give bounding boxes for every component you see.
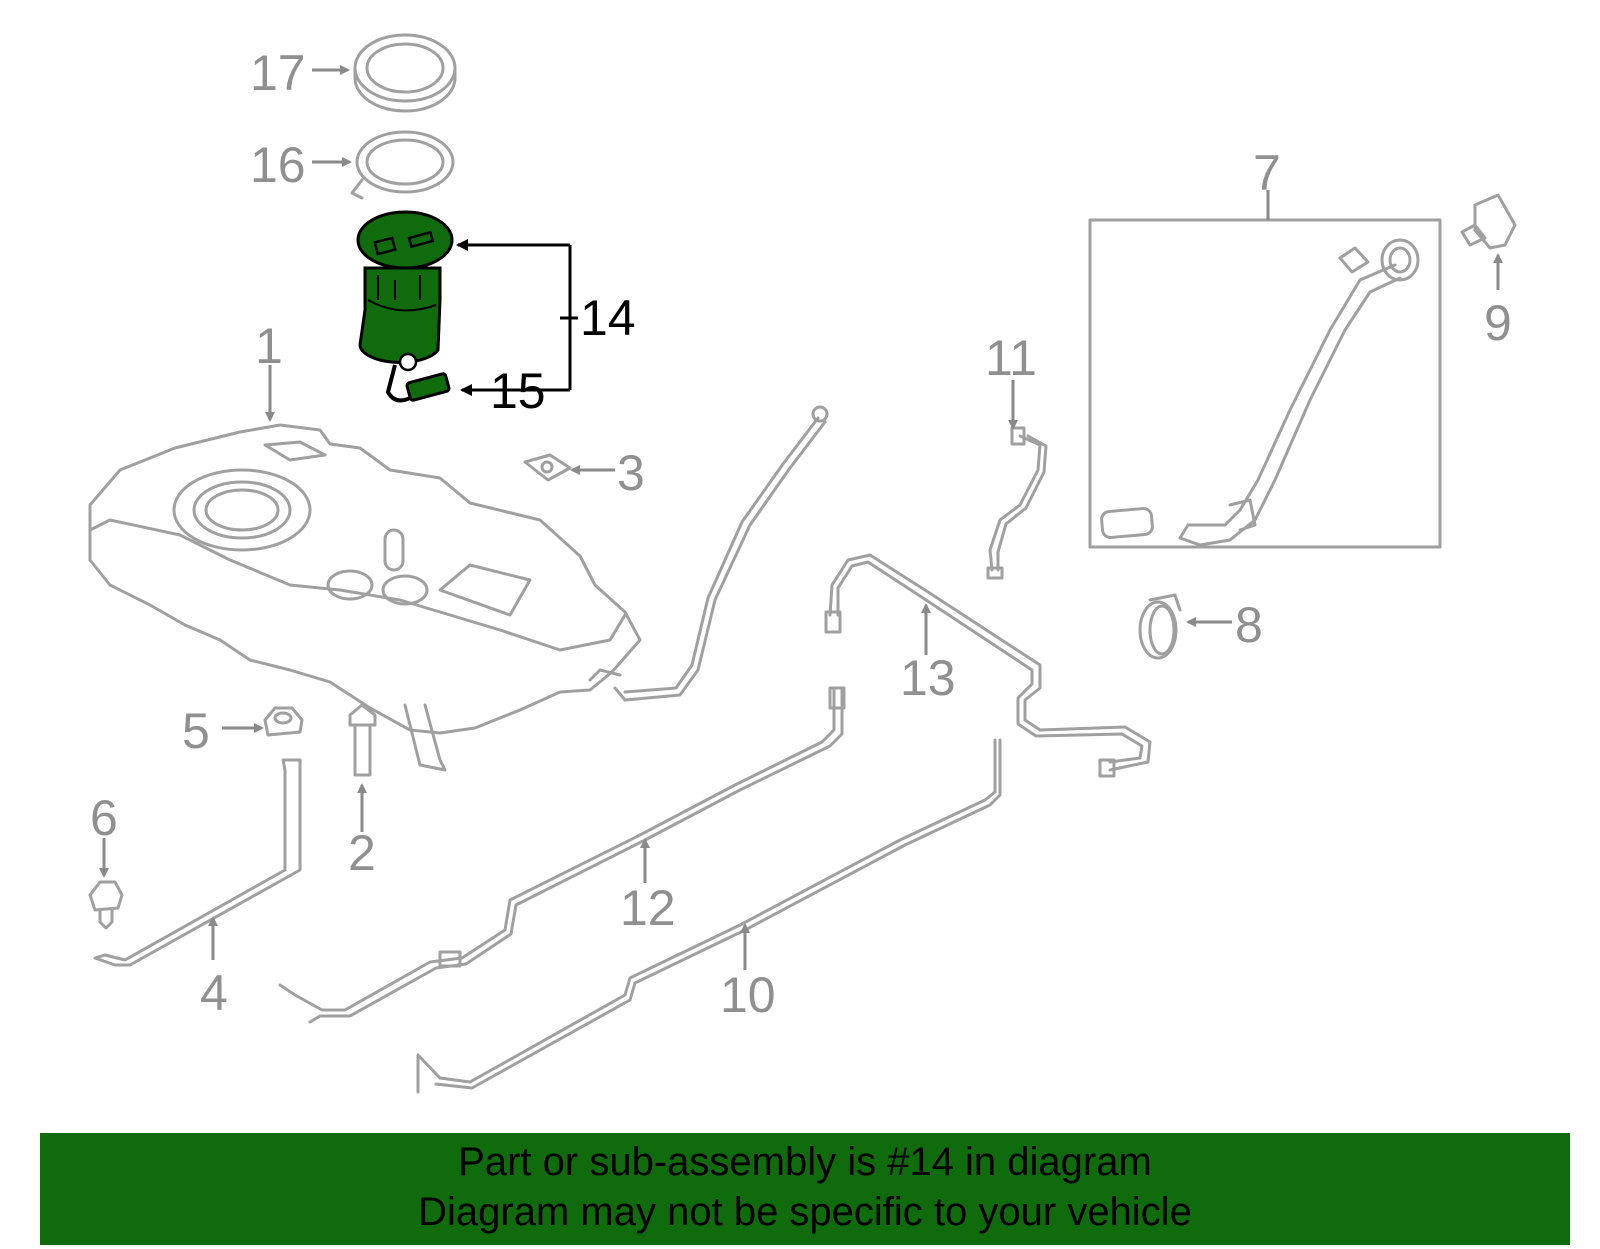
callout-12: 12 xyxy=(620,880,676,936)
fuel-line-part-12[interactable] xyxy=(278,686,846,1024)
callout-11: 11 xyxy=(985,330,1037,386)
hose-clamp-part-8[interactable] xyxy=(1138,593,1182,660)
fuel-pump-module-part-14[interactable] xyxy=(356,210,454,403)
callout-15: 15 xyxy=(490,363,546,419)
fuel-line-part-10[interactable] xyxy=(416,738,1002,1094)
callout-16: 16 xyxy=(250,137,306,193)
callout-2: 2 xyxy=(348,825,376,881)
vapor-line-part-11[interactable] xyxy=(986,426,1048,580)
info-banner: Part or sub-assembly is #14 in diagram D… xyxy=(40,1133,1570,1245)
fuel-line-part-13[interactable] xyxy=(824,553,1152,778)
callout-14: 14 xyxy=(580,290,636,346)
fuel-tank-part-1[interactable] xyxy=(88,423,642,772)
tank-vent-line xyxy=(613,405,829,702)
filler-neck-part-7 xyxy=(1100,238,1420,547)
gasket-part-16[interactable] xyxy=(350,130,455,200)
filler-neck-box-part-7[interactable] xyxy=(1088,218,1442,549)
fuel-level-sender-part-15[interactable] xyxy=(405,372,451,402)
callout-8: 8 xyxy=(1235,597,1263,653)
callout-3: 3 xyxy=(617,445,645,501)
callout-7: 7 xyxy=(1253,145,1281,201)
callout-17: 17 xyxy=(250,45,306,101)
callout-9: 9 xyxy=(1484,295,1512,351)
callout-1: 1 xyxy=(255,318,283,374)
tank-strap-part-4[interactable] xyxy=(93,758,302,967)
callout-6: 6 xyxy=(90,790,118,846)
callout-10: 10 xyxy=(720,967,776,1023)
clip-part-3[interactable] xyxy=(523,453,572,482)
lock-ring-part-17[interactable] xyxy=(353,33,457,113)
callout-4: 4 xyxy=(200,965,228,1021)
banner-line-part-number: Part or sub-assembly is #14 in diagram xyxy=(458,1140,1152,1184)
bolt-part-2[interactable] xyxy=(348,703,377,777)
fuel-cap-part-9[interactable] xyxy=(1460,193,1517,250)
bolt-part-6[interactable] xyxy=(88,880,124,930)
banner-line-disclaimer: Diagram may not be specific to your vehi… xyxy=(418,1190,1192,1234)
callout-13: 13 xyxy=(900,650,956,706)
callout-5: 5 xyxy=(182,703,210,759)
nut-part-5[interactable] xyxy=(263,706,304,737)
